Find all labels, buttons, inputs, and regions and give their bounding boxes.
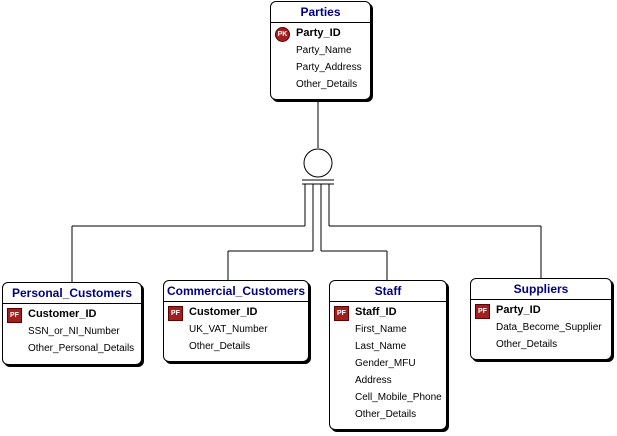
entity-personal-customers[interactable]: Personal_Customers PF Customer_ID SSN_or… [2,282,142,365]
entity-title: Staff [330,281,446,302]
attribute-name: Gender_MFU [355,358,416,369]
attribute-row: UK_VAT_Number [164,321,308,338]
entity-commercial-customers[interactable]: Commercial_Customers PF Customer_ID UK_V… [163,280,309,362]
attribute-row: PF Party_ID [471,302,611,319]
primary-foreign-key-icon: PF [334,306,349,321]
entity-title: Parties [271,2,370,23]
attribute-name: Party_ID [496,304,541,316]
entity-title: Suppliers [471,279,611,300]
attribute-name: Other_Details [189,341,251,352]
attribute-row: PF Customer_ID [3,306,141,323]
attribute-row: Address [330,372,446,389]
attribute-name: Customer_ID [189,306,258,318]
attribute-row: Other_Personal_Details [3,340,141,357]
attribute-name: Other_Details [496,339,558,350]
attribute-name: Party_Name [296,45,352,56]
attribute-list: PF Party_ID Data_Become_Supplier Other_D… [471,300,611,353]
attribute-name: SSN_or_NI_Number [28,326,120,337]
subtype-discriminator-circle [303,148,333,178]
attribute-row: Party_Address [271,59,370,76]
attribute-name: UK_VAT_Number [189,324,268,335]
attribute-name: Other_Details [296,79,358,90]
attribute-list: PF Customer_ID SSN_or_NI_Number Other_Pe… [3,304,141,357]
primary-foreign-key-icon: PF [7,308,22,323]
attribute-name: Data_Become_Supplier [496,322,602,333]
attribute-name: Customer_ID [28,308,97,320]
attribute-name: Other_Details [355,409,417,420]
attribute-row: Last_Name [330,338,446,355]
attribute-name: Address [355,375,392,386]
attribute-name: First_Name [355,324,407,335]
attribute-row: Other_Details [271,76,370,93]
attribute-row: PF Staff_ID [330,304,446,321]
attribute-row: PK Party_ID [271,25,370,42]
attribute-row: Cell_Mobile_Phone [330,389,446,406]
attribute-list: PK Party_ID Party_Name Party_Address Oth… [271,23,370,93]
attribute-list: PF Customer_ID UK_VAT_Number Other_Detai… [164,302,308,355]
entity-title: Commercial_Customers [164,281,308,302]
attribute-name: Party_ID [296,27,341,39]
attribute-row: SSN_or_NI_Number [3,323,141,340]
attribute-row: Data_Become_Supplier [471,319,611,336]
entity-staff[interactable]: Staff PF Staff_ID First_Name Last_Name G… [329,280,447,430]
attribute-list: PF Staff_ID First_Name Last_Name Gender_… [330,302,446,423]
attribute-row: Other_Details [164,338,308,355]
attribute-name: Cell_Mobile_Phone [355,392,442,403]
attribute-row: PF Customer_ID [164,304,308,321]
primary-foreign-key-icon: PF [475,304,490,319]
attribute-row: Party_Name [271,42,370,59]
attribute-name: Staff_ID [355,306,397,318]
primary-foreign-key-icon: PF [168,306,183,321]
attribute-row: First_Name [330,321,446,338]
entity-suppliers[interactable]: Suppliers PF Party_ID Data_Become_Suppli… [470,278,612,360]
attribute-name: Other_Personal_Details [28,343,135,354]
attribute-row: Other_Details [330,406,446,423]
primary-key-icon: PK [275,27,290,42]
attribute-name: Party_Address [296,62,362,73]
attribute-name: Last_Name [355,341,407,352]
entity-parties[interactable]: Parties PK Party_ID Party_Name Party_Add… [270,1,371,100]
entity-title: Personal_Customers [3,283,141,304]
attribute-row: Other_Details [471,336,611,353]
attribute-row: Gender_MFU [330,355,446,372]
